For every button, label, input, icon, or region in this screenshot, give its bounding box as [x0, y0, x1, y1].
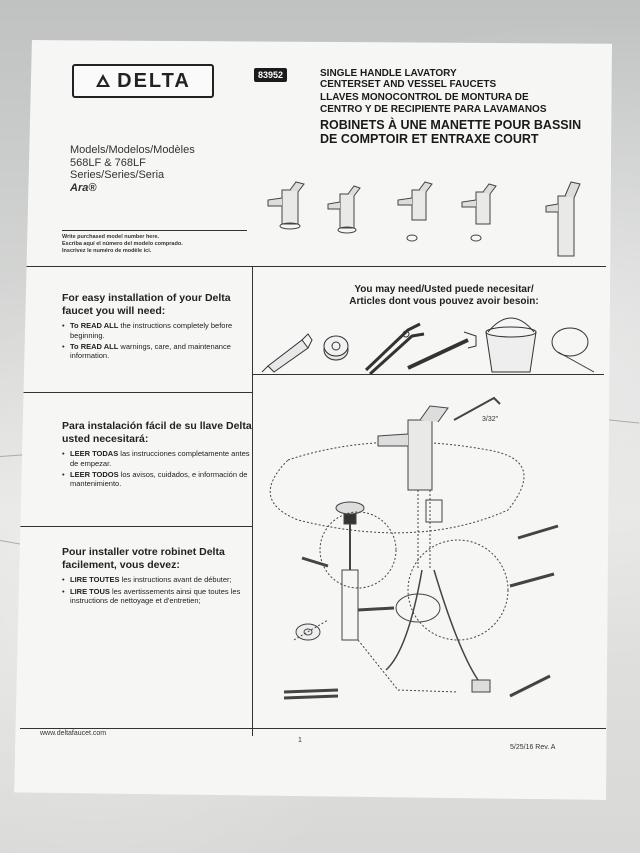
write-line — [62, 230, 247, 231]
divider — [20, 266, 606, 267]
website-link: www.deltafaucet.com — [40, 730, 107, 737]
title-es-line2: CENTRO Y DE RECIPIENTE PARA LAVAMANOS — [320, 103, 547, 115]
installation-diagram — [269, 396, 559, 700]
tools-title: You may need/Usted puede necesitar/ Arti… — [349, 284, 539, 307]
divider — [20, 728, 606, 729]
supply-line-icon — [551, 327, 595, 373]
title-fr-line1: ROBINETS À UNE MANETTE POUR BASSIN — [320, 117, 582, 132]
model-numbers: 568LF & 768LF — [70, 156, 146, 169]
faucet-models-illustration — [267, 181, 581, 257]
plumbers-tape-icon — [323, 335, 349, 361]
models-label: Models/Modelos/Modèles — [70, 144, 195, 156]
title-en-line1: SINGLE HANDLE LAVATORY — [320, 68, 457, 79]
wrench-icon — [407, 331, 477, 370]
title-en-line2: CENTERSET AND VESSEL FAUCETS — [320, 79, 497, 91]
divider — [20, 526, 252, 527]
divider — [252, 266, 253, 736]
spanish-requirements: Para instalación fácil de su llave Delta… — [62, 420, 252, 491]
english-requirements: For easy installation of your Delta fauc… — [62, 292, 252, 363]
series-name: Ara® — [70, 181, 97, 194]
write-instruction-es: Escriba aquí el número del modelo compra… — [62, 240, 183, 247]
document-title: SINGLE HANDLE LAVATORY CENTERSET AND VES… — [320, 68, 600, 146]
model-number-write-area: Write purchased model number here. Escri… — [62, 230, 247, 255]
document-number-badge: 83952 — [254, 68, 288, 82]
models-info: Models/Modelos/Modèles 568LF & 768LF Ser… — [70, 144, 195, 195]
english-item: To READ ALL warnings, care, and maintena… — [62, 342, 252, 361]
tools-illustration — [261, 317, 595, 376]
french-requirements: Pour installer votre robinet Delta facil… — [62, 546, 252, 607]
pliers-icon — [364, 322, 425, 376]
instruction-sheet: DELTA 83952 SINGLE HANDLE LAVATORY CENTE… — [14, 40, 612, 800]
french-item: LIRE TOUS les avertissements ainsi que t… — [62, 587, 252, 606]
french-heading: Pour installer votre robinet Delta facil… — [62, 546, 225, 571]
french-item: LIRE TOUTES les instructions avant de dé… — [62, 575, 252, 585]
spanish-item: LEER TODOS los avisos, cuidados, e infor… — [62, 470, 252, 489]
hex-key-dimension: 3/32" — [482, 416, 499, 423]
delta-logo: DELTA — [72, 64, 214, 98]
write-instruction-en: Write purchased model number here. — [62, 234, 160, 240]
title-es-line1: LLAVES MONOCONTROL DE MONTURA DE — [320, 92, 529, 104]
divider — [20, 392, 252, 393]
english-item: To READ ALL the instructions completely … — [62, 321, 252, 340]
brand-name: DELTA — [117, 69, 191, 92]
delta-triangle-icon — [96, 74, 111, 87]
series-label: Series/Series/Seria — [70, 169, 165, 182]
spanish-heading: Para instalación fácil de su llave Delta… — [62, 420, 252, 445]
english-heading: For easy installation of your Delta fauc… — [62, 292, 231, 317]
title-fr-line2: DE COMPTOIR ET ENTRAXE COURT — [320, 131, 539, 146]
spanish-item: LEER TODAS las instrucciones completamen… — [62, 449, 252, 468]
page-number: 1 — [298, 737, 302, 744]
divider — [252, 374, 604, 375]
revision-date: 5/25/16 Rev. A — [510, 744, 556, 751]
bucket-icon — [485, 317, 537, 373]
write-instruction-fr: Inscrivez le numéro de modèle ici. — [62, 247, 152, 254]
silicone-tube-icon — [261, 333, 313, 373]
